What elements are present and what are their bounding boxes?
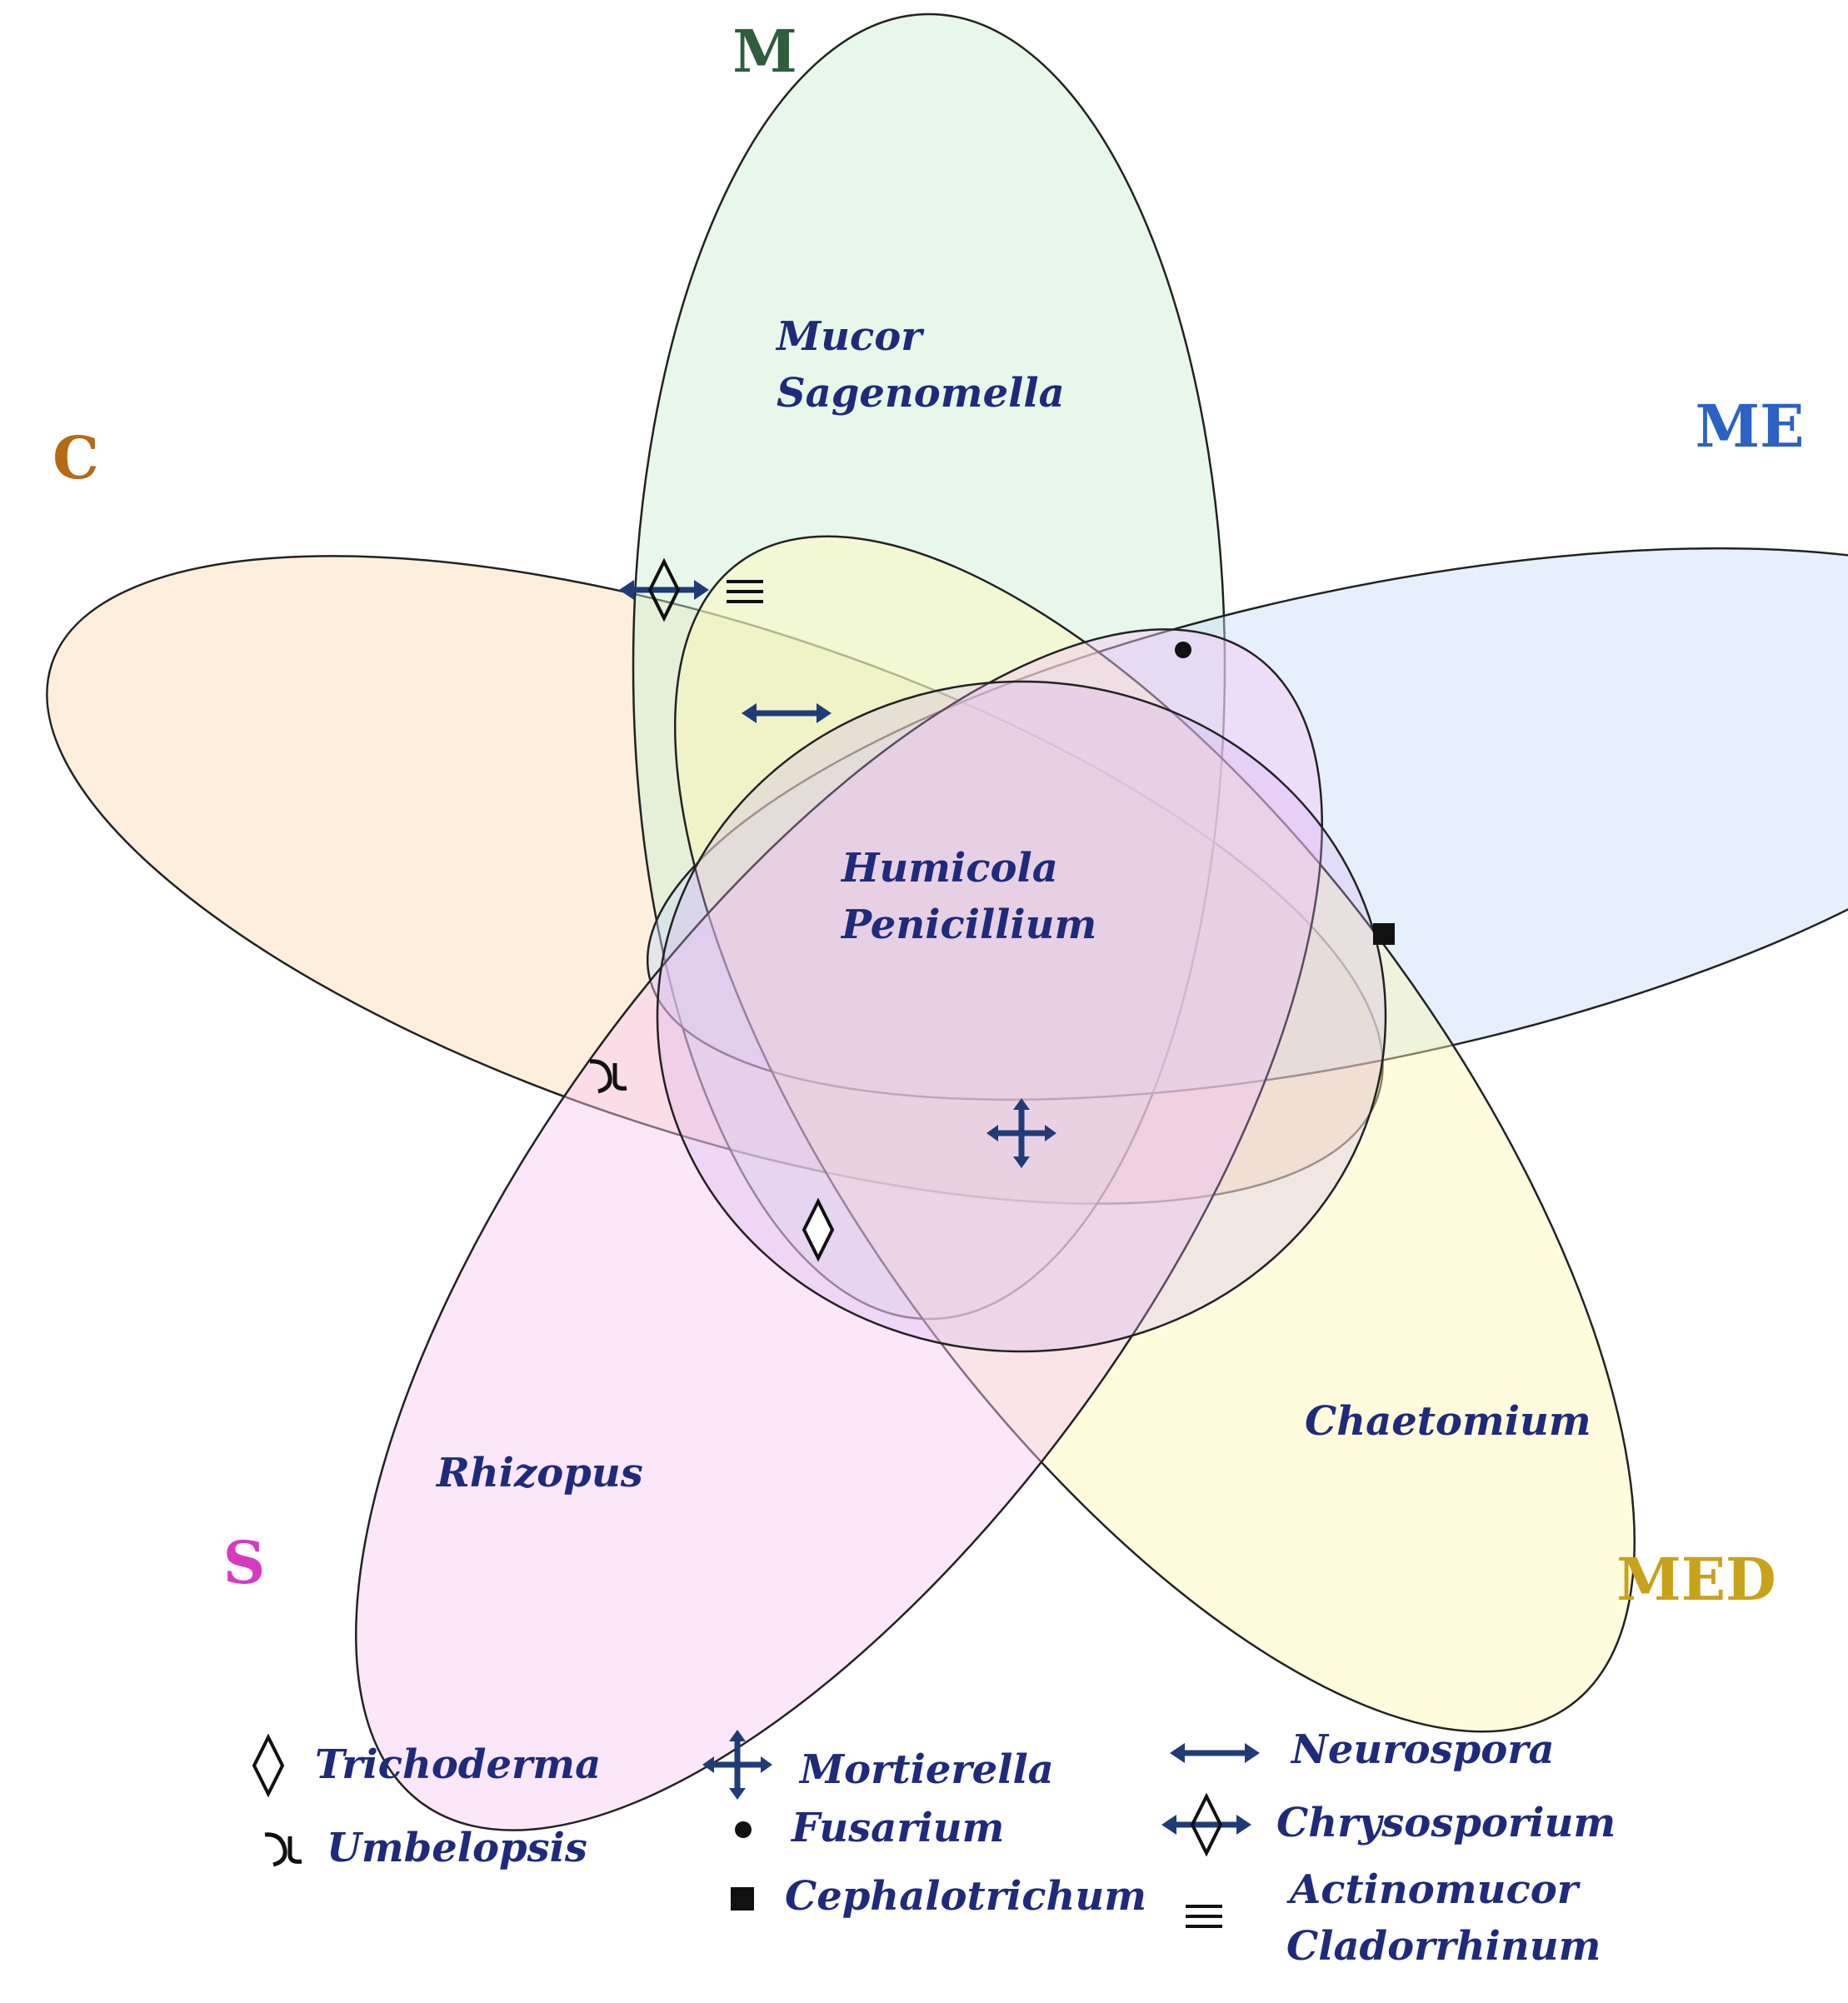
set-m-ellipse xyxy=(632,12,1226,1321)
legend-umbelopsis: Umbelopsis xyxy=(327,1825,587,1871)
cephalotrichum-marker xyxy=(1373,923,1395,945)
set-label-s: S xyxy=(223,1528,266,1597)
legend-cephalotrichum: Cephalotrichum xyxy=(785,1873,1146,1920)
legend-actinomucor: Actinomucor xyxy=(1286,1866,1581,1913)
legend-cladorrhinum: Cladorrhinum xyxy=(1286,1923,1601,1970)
genus-penicillium: Penicillium xyxy=(840,902,1096,948)
set-label-c: C xyxy=(52,423,99,492)
legend-neurospora: Neurospora xyxy=(1290,1726,1555,1773)
legend-diamond-arrow-icon xyxy=(1161,1796,1251,1853)
genus-sagenomella: Sagenomella xyxy=(777,370,1065,417)
legend-double-arrow-icon xyxy=(1170,1743,1260,1763)
legend-dot-icon xyxy=(735,1821,752,1838)
legend-square-icon xyxy=(731,1887,754,1911)
legend-chrysosporium: Chrysosporium xyxy=(1276,1800,1616,1846)
legend-mortierella: Mortierella xyxy=(798,1746,1054,1793)
genus-rhizopus: Rhizopus xyxy=(435,1450,643,1496)
set-label-me: ME xyxy=(1696,392,1805,461)
fusarium-marker xyxy=(1175,642,1191,658)
legend-triple-bar-icon xyxy=(1184,1905,1224,1928)
inner-set-ellipse xyxy=(656,680,1387,1353)
legend-diamond-icon xyxy=(252,1736,284,1796)
set-label-m: M xyxy=(732,17,797,86)
legend-fusarium: Fusarium xyxy=(790,1805,1004,1851)
set-c-ellipse xyxy=(46,555,1384,1205)
legend-umbelopsis-icon xyxy=(265,1835,302,1865)
genus-mucor: Mucor xyxy=(775,313,925,360)
legend: Trichoderma Umbelopsis Mortierella Fusar… xyxy=(252,1726,1616,1970)
genus-humicola: Humicola xyxy=(840,845,1058,892)
genus-chaetomium: Chaetomium xyxy=(1305,1398,1591,1445)
set-med-ellipse xyxy=(674,535,1636,1733)
set-me-ellipse xyxy=(646,547,1848,1101)
legend-trichoderma: Trichoderma xyxy=(315,1741,601,1788)
set-s-ellipse xyxy=(355,628,1323,1831)
set-label-med: MED xyxy=(1616,1545,1776,1614)
